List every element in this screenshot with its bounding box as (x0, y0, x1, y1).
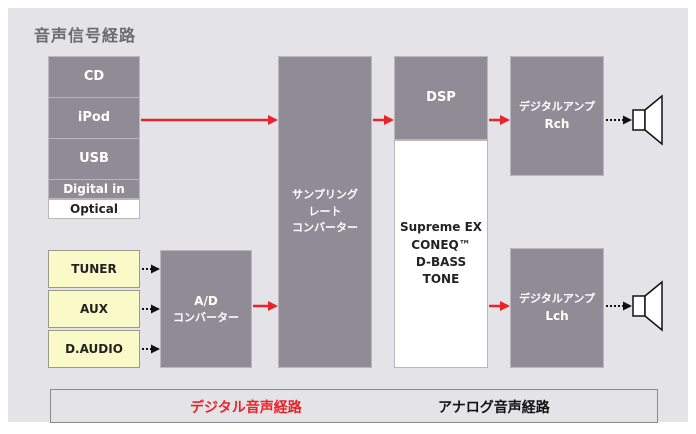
ad-converter-label: A/D コンバーター (173, 292, 239, 327)
dsp-features: Supreme EX CONEQ™ D-BASS TONE (394, 140, 488, 368)
dsp-features-list: Supreme EX CONEQ™ D-BASS TONE (400, 219, 482, 289)
source-cd-label: CD (83, 69, 105, 85)
diagram-title: 音声信号経路 (34, 26, 137, 45)
legend (50, 389, 658, 423)
amp-lch-line2: Lch (545, 309, 569, 324)
ad-converter: A/D コンバーター (160, 250, 252, 368)
digital-amp-lch: デジタルアンプ Lch (510, 248, 604, 368)
source-digital-in-label: Digital in (63, 182, 125, 196)
legend-digital-label: デジタル音声経路 (190, 400, 302, 416)
source-digital-in: Digital in (48, 179, 140, 199)
source-ipod-label: iPod (77, 110, 111, 126)
amp-lch-label: デジタルアンプ Lch (519, 291, 595, 326)
src-line3: コンバーター (292, 221, 358, 235)
source-aux: AUX (48, 290, 140, 328)
source-optical-label: Optical (70, 202, 118, 216)
dsp-block: DSP (394, 56, 488, 140)
source-aux-label: AUX (80, 302, 108, 316)
source-usb-label: USB (79, 151, 109, 167)
source-cd: CD (48, 56, 140, 98)
source-optical: Optical (48, 199, 140, 219)
feature-dbass: D-BASS (415, 255, 467, 269)
amp-rch-label: デジタルアンプ Rch (519, 99, 595, 134)
amp-rch-line1: デジタルアンプ (518, 99, 595, 113)
source-tuner: TUNER (48, 250, 140, 288)
legend-analog-label: アナログ音声経路 (438, 400, 550, 416)
source-ipod: iPod (48, 97, 140, 139)
ad-converter-line1: A/D (194, 293, 218, 308)
amp-lch-line1: デジタルアンプ (518, 291, 595, 305)
src-line1: サンプリング (292, 188, 358, 202)
feature-supreme-ex: Supreme EX (399, 220, 483, 235)
feature-tone: TONE (422, 272, 460, 287)
source-usb: USB (48, 138, 140, 180)
source-daudio: D.AUDIO (48, 330, 140, 368)
amp-rch-line2: Rch (544, 117, 570, 132)
src-line2: レート (308, 204, 342, 218)
source-tuner-label: TUNER (71, 262, 117, 276)
src-label: サンプリング レート コンバーター (292, 187, 358, 237)
ad-converter-line2: コンバーター (173, 310, 239, 324)
sampling-rate-converter: サンプリング レート コンバーター (278, 56, 372, 368)
feature-coneq: CONEQ™ (411, 237, 471, 252)
digital-amp-rch: デジタルアンプ Rch (510, 56, 604, 176)
source-daudio-label: D.AUDIO (65, 342, 123, 356)
dsp-label: DSP (426, 90, 456, 106)
